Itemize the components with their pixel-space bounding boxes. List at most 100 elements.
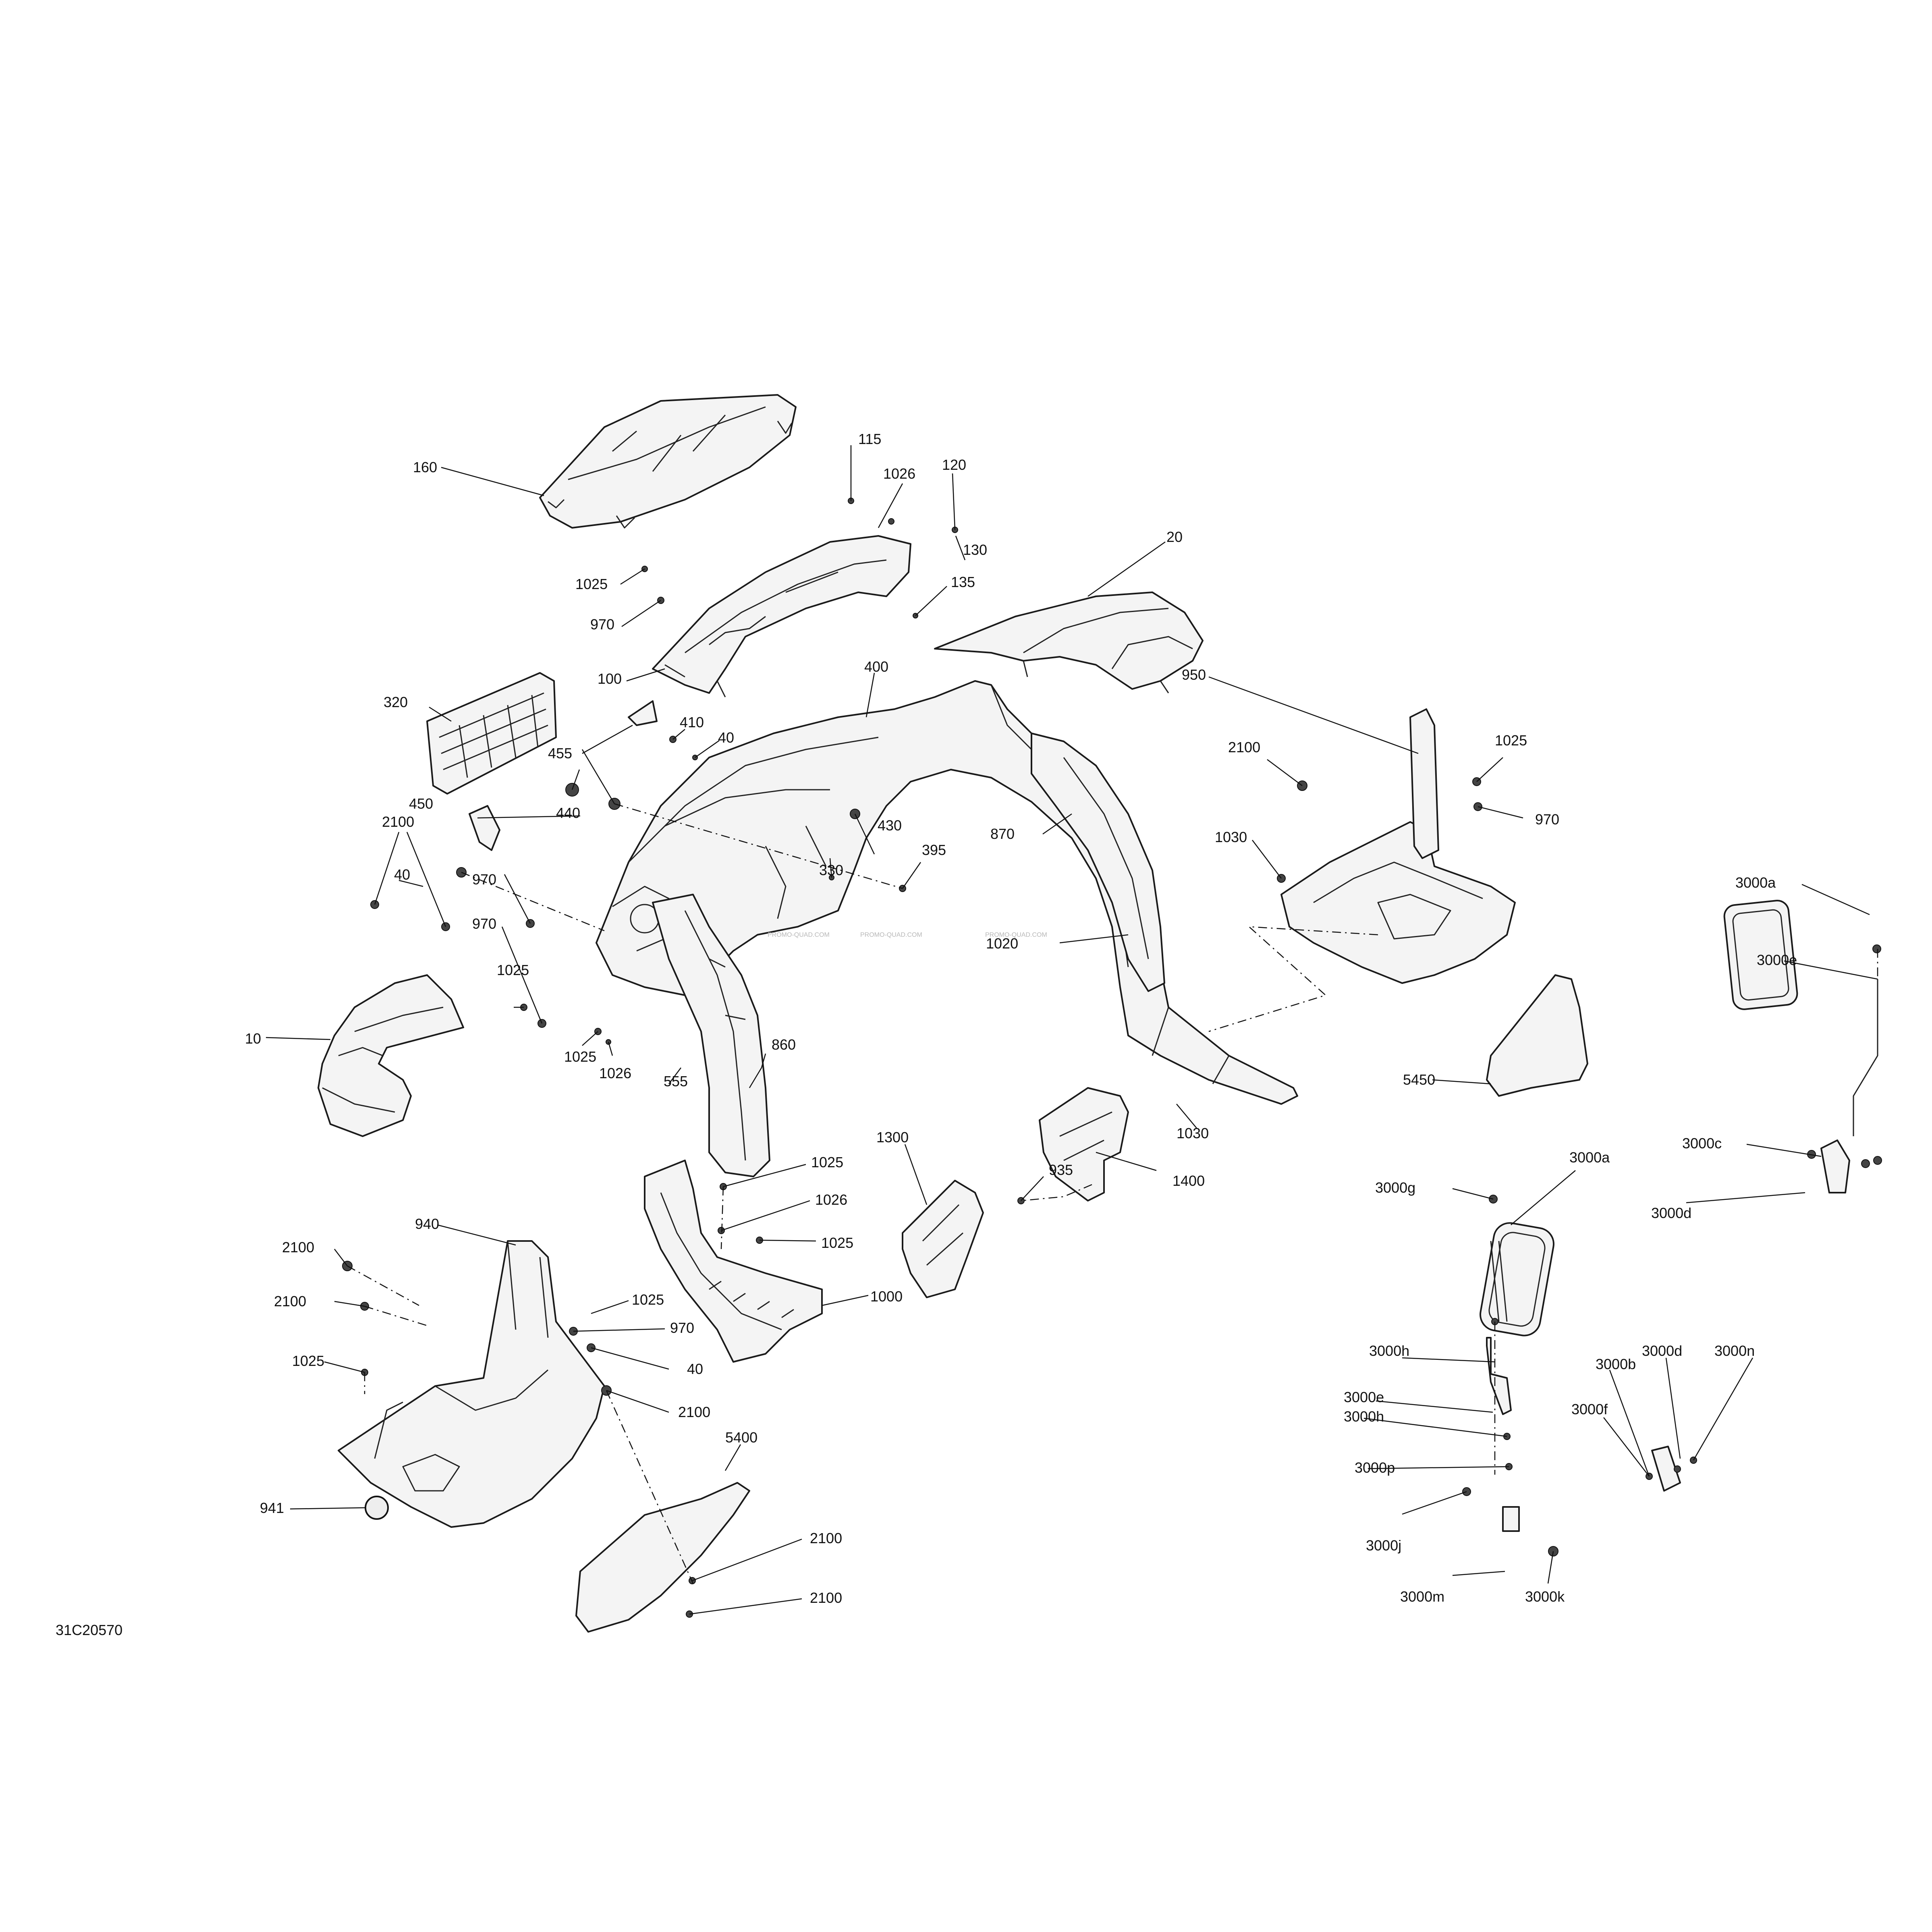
label-5450: 5450 <box>1403 1071 1435 1088</box>
label-2100: 2100 <box>678 1404 710 1420</box>
label-100: 100 <box>598 670 622 687</box>
part-3000a-mirror-lower <box>1480 1222 1681 1532</box>
label-1025: 1025 <box>497 962 529 978</box>
label-115: 115 <box>858 431 881 447</box>
label-555: 555 <box>664 1073 688 1089</box>
label-120: 120 <box>942 457 966 473</box>
label-1025: 1025 <box>575 576 608 592</box>
label-455: 455 <box>548 745 572 762</box>
part-5400-skid-plate <box>575 1482 750 1633</box>
label-430: 430 <box>878 817 902 834</box>
label-410: 410 <box>680 714 704 730</box>
label-40: 40 <box>394 866 410 883</box>
label-950: 950 <box>1182 666 1206 683</box>
part-860-left-pillar <box>652 894 770 1177</box>
label-135: 135 <box>951 574 975 590</box>
label-450: 450 <box>409 795 433 812</box>
label-3000h: 3000h <box>1344 1408 1384 1425</box>
label-40: 40 <box>687 1361 703 1377</box>
label-3000j: 3000j <box>1366 1537 1401 1554</box>
label-940: 940 <box>415 1216 439 1232</box>
label-941: 941 <box>260 1500 284 1516</box>
part-1000-left-floor-rail <box>644 1160 823 1363</box>
label-935: 935 <box>1049 1162 1073 1178</box>
label-1030: 1030 <box>1215 829 1247 845</box>
part-1300-side-panel <box>902 1180 984 1298</box>
label-2100: 2100 <box>274 1293 306 1309</box>
label-440: 440 <box>556 805 580 821</box>
part-5450-skid-plate <box>1486 974 1588 1097</box>
part-320-grille <box>426 672 557 795</box>
label-3000e: 3000e <box>1344 1389 1384 1405</box>
label-3000a: 3000a <box>1735 874 1776 891</box>
label-1026: 1026 <box>815 1191 847 1208</box>
label-3000a: 3000a <box>1569 1149 1610 1166</box>
label-2100: 2100 <box>1228 739 1260 755</box>
label-1025: 1025 <box>632 1291 664 1308</box>
part-number-labels: 160 115 1026 120 130 1025 135 970 20 100… <box>245 431 1797 1606</box>
label-320: 320 <box>384 694 408 710</box>
label-160: 160 <box>413 459 437 475</box>
label-1025: 1025 <box>821 1235 853 1251</box>
part-10-left-fender <box>318 974 464 1137</box>
part-160-top-cover <box>539 394 797 529</box>
part-1400-side-panel <box>1039 1087 1129 1202</box>
part-20-upper-panel <box>934 591 1204 693</box>
label-970: 970 <box>670 1320 694 1336</box>
part-950-right-floor-panel <box>1280 708 1516 984</box>
label-3000b: 3000b <box>1596 1356 1636 1372</box>
label-2100: 2100 <box>810 1590 842 1606</box>
label-3000n: 3000n <box>1714 1343 1755 1359</box>
part-400-main-frame <box>596 680 1298 1105</box>
label-970: 970 <box>472 915 496 932</box>
watermark-1: PROMO-QUAD.COM <box>768 932 830 938</box>
part-455-plate <box>628 700 658 726</box>
diagram-code: 31C20570 <box>56 1622 122 1638</box>
label-3000g: 3000g <box>1375 1179 1415 1196</box>
label-400: 400 <box>864 658 888 675</box>
label-5400: 5400 <box>725 1429 757 1446</box>
label-20: 20 <box>1166 529 1183 545</box>
label-1025: 1025 <box>1495 732 1527 749</box>
label-3000d: 3000d <box>1651 1205 1691 1221</box>
label-1000: 1000 <box>870 1288 903 1305</box>
label-3000d: 3000d <box>1642 1343 1682 1359</box>
label-1025: 1025 <box>292 1353 324 1369</box>
label-2100: 2100 <box>282 1239 314 1255</box>
assembly-guide-lines <box>347 803 1878 1584</box>
label-1020: 1020 <box>986 935 1018 952</box>
label-330: 330 <box>819 862 843 878</box>
label-1026: 1026 <box>599 1065 631 1081</box>
label-3000e: 3000e <box>1757 952 1797 968</box>
label-3000p: 3000p <box>1355 1459 1395 1476</box>
label-1300: 1300 <box>876 1129 909 1146</box>
part-100-dash-bracket <box>652 535 911 697</box>
label-860: 860 <box>772 1036 796 1053</box>
label-970: 970 <box>1535 811 1559 828</box>
label-3000m: 3000m <box>1400 1588 1444 1605</box>
label-1400: 1400 <box>1172 1172 1205 1189</box>
label-395: 395 <box>922 842 946 858</box>
label-2100: 2100 <box>382 813 414 830</box>
label-1025: 1025 <box>564 1048 596 1065</box>
label-3000h: 3000h <box>1369 1343 1409 1359</box>
part-450-plate <box>469 805 500 851</box>
label-1030: 1030 <box>1177 1125 1209 1141</box>
part-940-left-floor-panel <box>338 1240 605 1528</box>
leader-lines <box>266 445 1878 1615</box>
label-870: 870 <box>990 826 1015 842</box>
label-3000k: 3000k <box>1525 1588 1565 1605</box>
part-870-right-pillar <box>1031 733 1165 992</box>
label-3000c: 3000c <box>1682 1135 1722 1152</box>
label-1026: 1026 <box>883 465 915 482</box>
label-10: 10 <box>245 1030 261 1047</box>
watermark-3: PROMO-QUAD.COM <box>985 932 1047 938</box>
label-970: 970 <box>590 616 614 633</box>
part-3000a-mirror-upper <box>1723 900 1878 1193</box>
label-2100: 2100 <box>810 1530 842 1546</box>
label-40: 40 <box>718 729 734 746</box>
label-1025: 1025 <box>811 1154 843 1170</box>
watermark-2: PROMO-QUAD.COM <box>860 932 922 938</box>
label-3000f: 3000f <box>1571 1401 1608 1417</box>
